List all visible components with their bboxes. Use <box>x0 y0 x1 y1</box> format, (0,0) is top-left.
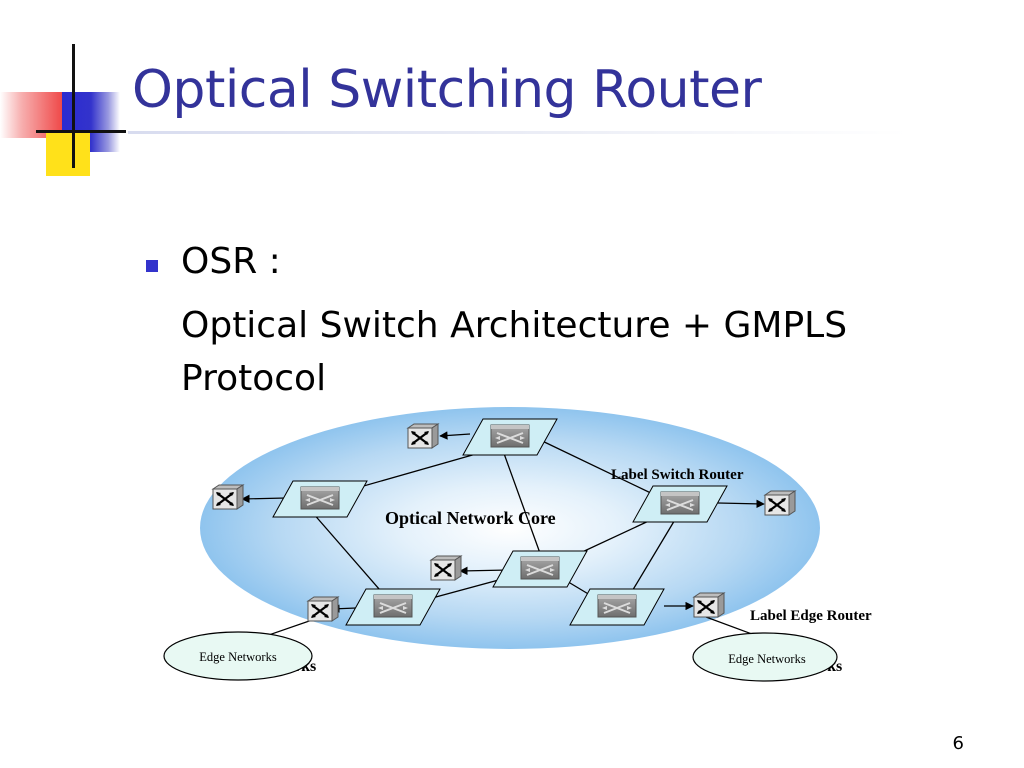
corner-yellow-square <box>46 130 90 176</box>
optical-network-core-ellipse <box>200 407 820 649</box>
label-edge-router-icon <box>692 591 726 619</box>
title-underline <box>128 131 908 134</box>
core-label: Optical Network Core <box>385 508 556 528</box>
edge-network-left: Edge Networks <box>163 631 313 681</box>
label-edge-router-icon <box>429 554 463 582</box>
bullet-marker <box>146 260 158 272</box>
bullet-text-line-1: Optical Switch Architecture + GMPLS <box>181 305 848 346</box>
bullet-heading: OSR : <box>181 241 281 282</box>
label-edge-router-icon <box>406 422 440 450</box>
label-edge-router-label: Label Edge Router <box>750 608 872 624</box>
edge-network-right-label: Edge Networks <box>728 652 806 666</box>
edge-arrows <box>241 431 765 613</box>
edge-network-left-bubble <box>163 631 313 681</box>
edge-network-left-label: Edge Networks <box>199 650 277 664</box>
corner-vertical-line <box>72 44 75 168</box>
page-number: 6 <box>952 733 964 754</box>
page-title: Optical Switching Router <box>132 60 762 120</box>
bullet-text-line-2: Protocol <box>181 358 327 399</box>
edge-network-right: Edge Networks <box>692 632 838 682</box>
label-edge-router-icon <box>763 489 797 517</box>
label-edge-router-icon <box>306 595 340 623</box>
label-switch-router-label: Label Switch Router <box>611 467 744 483</box>
edge-network-right-bubble <box>692 632 838 682</box>
label-edge-router-icon <box>211 483 245 511</box>
corner-horizontal-line <box>36 130 126 133</box>
